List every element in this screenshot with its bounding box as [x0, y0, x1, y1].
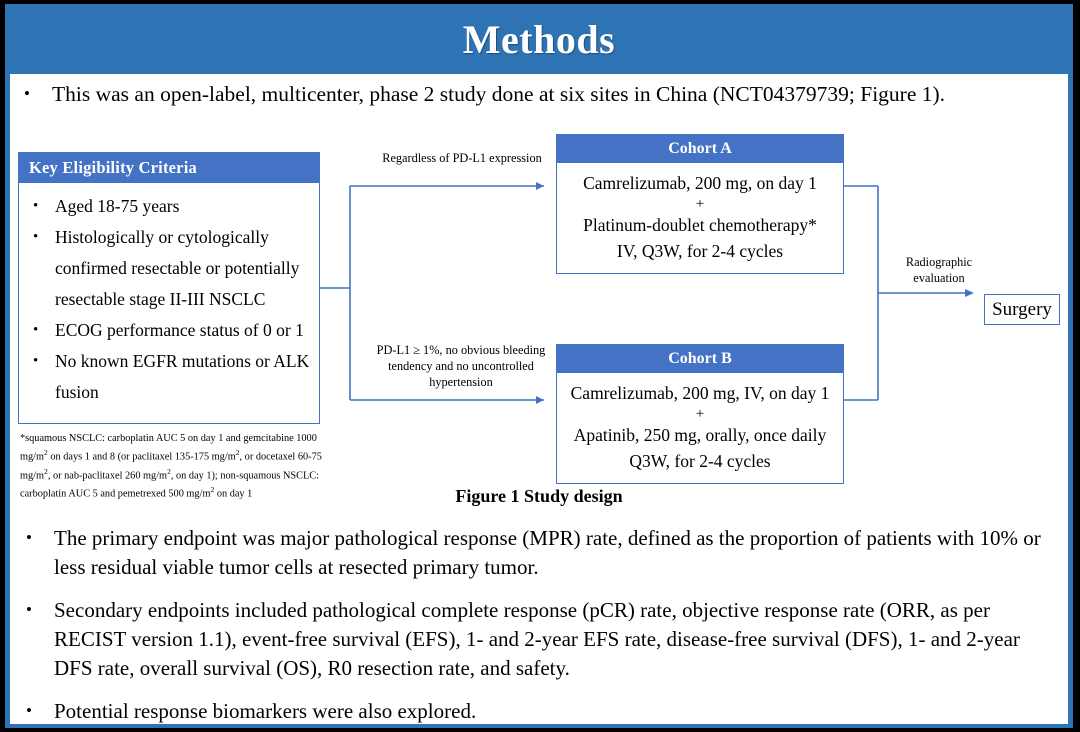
intro-bullet-text: This was an open-label, multicenter, pha…	[52, 82, 946, 106]
cohort-b-line2: Apatinib, 250 mg, orally, once daily	[573, 425, 827, 445]
eligibility-header: Key Eligibility Criteria	[19, 153, 319, 183]
bullet-glyph-icon: •	[26, 528, 32, 547]
cohort-a-body: Camrelizumab, 200 mg, on day 1 + Platinu…	[557, 163, 843, 273]
bullet-glyph-icon: •	[33, 198, 39, 214]
endpoints-bullet-list: • The primary endpoint was major patholo…	[18, 524, 1062, 724]
bullet-glyph-icon: •	[33, 229, 39, 245]
title-bar: Methods	[10, 8, 1068, 74]
arrowhead-surgery	[965, 289, 974, 297]
intro-bullet: • This was an open-label, multicenter, p…	[18, 80, 1058, 108]
figure-caption: Figure 1 Study design	[455, 486, 623, 506]
surgery-box: Surgery	[984, 294, 1060, 325]
cohort-b-line1: Camrelizumab, 200 mg, IV, on day 1	[570, 383, 830, 403]
cohort-a-plus: +	[695, 196, 705, 212]
bullet-text: Secondary endpoints included pathologica…	[54, 598, 1020, 680]
bullet-text: The primary endpoint was major pathologi…	[54, 526, 1041, 579]
study-design-figure: Key Eligibility Criteria • Aged 18-75 ye…	[10, 120, 1068, 510]
bullet-glyph-icon: •	[26, 701, 32, 720]
eligibility-list: • Aged 18-75 years • Histologically or c…	[19, 183, 319, 408]
cohort-a-line2: Platinum-doublet chemotherapy*	[583, 215, 817, 235]
arrow-label-radiographic-evaluation: Radiographic evaluation	[905, 255, 973, 285]
bullet-glyph-icon: •	[33, 353, 39, 369]
arrowhead-cohort-a	[536, 182, 544, 190]
arrow-label-cohort-a: Regardless of PD-L1 expression	[382, 151, 542, 165]
bullet-glyph-icon: •	[33, 322, 39, 338]
list-item: • No known EGFR mutations or ALK fusion	[27, 346, 313, 408]
figure-footnote: *squamous NSCLC: carboplatin AUC 5 on da…	[20, 433, 322, 500]
list-item: • ECOG performance status of 0 or 1	[27, 315, 313, 346]
cohort-a-header: Cohort A	[557, 135, 843, 163]
slide-canvas: Methods • This was an open-label, multic…	[10, 8, 1068, 724]
bullet-glyph-icon: •	[24, 84, 30, 103]
eligibility-item-text: Aged 18-75 years	[55, 196, 180, 216]
bullet-text: Potential response biomarkers were also …	[54, 699, 477, 723]
list-item: • The primary endpoint was major patholo…	[18, 524, 1062, 582]
list-item: • Aged 18-75 years	[27, 191, 313, 222]
cohort-a-line3: IV, Q3W, for 2-4 cycles	[616, 241, 784, 261]
cohort-b-body: Camrelizumab, 200 mg, IV, on day 1 + Apa…	[557, 373, 843, 483]
list-item: • Secondary endpoints included pathologi…	[18, 596, 1062, 683]
eligibility-item-text: Histologically or cytologically confirme…	[55, 227, 300, 309]
page-title: Methods	[462, 17, 616, 62]
bullet-glyph-icon: •	[26, 600, 32, 619]
cohort-a-line1: Camrelizumab, 200 mg, on day 1	[583, 173, 817, 193]
list-item: • Potential response biomarkers were als…	[18, 697, 1062, 724]
cohort-b-plus: +	[695, 406, 705, 422]
cohort-b-header: Cohort B	[557, 345, 843, 373]
arrow-label-cohort-b: PD-L1 ≥ 1%, no obvious bleeding tendency…	[376, 343, 546, 389]
eligibility-item-text: No known EGFR mutations or ALK fusion	[55, 351, 310, 402]
eligibility-criteria-box: Key Eligibility Criteria • Aged 18-75 ye…	[18, 152, 320, 424]
cohort-b-line3: Q3W, for 2-4 cycles	[629, 451, 771, 471]
list-item: • Histologically or cytologically confir…	[27, 222, 313, 315]
cohort-a-box: Cohort A Camrelizumab, 200 mg, on day 1 …	[556, 134, 844, 274]
eligibility-item-text: ECOG performance status of 0 or 1	[55, 320, 304, 340]
cohort-b-box: Cohort B Camrelizumab, 200 mg, IV, on da…	[556, 344, 844, 484]
arrowhead-cohort-b	[536, 396, 544, 404]
flow-connectors	[320, 182, 974, 404]
